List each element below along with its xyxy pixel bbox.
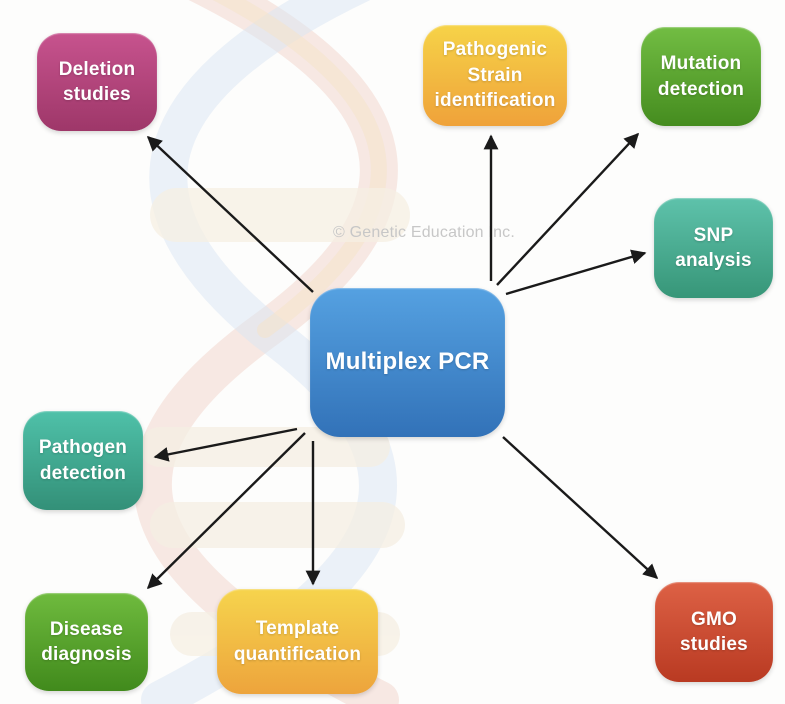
node-deletion-studies: Deletion studies: [37, 33, 157, 131]
node-mutation-detection: Mutation detection: [641, 27, 761, 126]
arrow-to-pathogen-detection: [153, 427, 298, 462]
arrow-to-gmo-studies: [502, 436, 659, 580]
node-template-quantification: Template quantification: [217, 589, 378, 694]
arrow-to-mutation-detection: [496, 132, 640, 286]
node-pathogenic-strain-identification: Pathogenic Strain identification: [423, 25, 567, 126]
node-disease-diagnosis: Disease diagnosis: [25, 593, 148, 691]
copyright-watermark: © Genetic Education Inc.: [333, 224, 516, 241]
node-gmo-studies: GMO studies: [655, 582, 773, 682]
node-pathogen-detection: Pathogen detection: [23, 411, 143, 510]
arrow-to-disease-diagnosis: [146, 432, 306, 590]
arrow-to-snp-analysis: [505, 249, 647, 296]
arrow-to-deletion-studies: [146, 135, 314, 293]
node-snp-analysis: SNP analysis: [654, 198, 773, 298]
node-multiplex-pcr: Multiplex PCR: [310, 288, 505, 437]
